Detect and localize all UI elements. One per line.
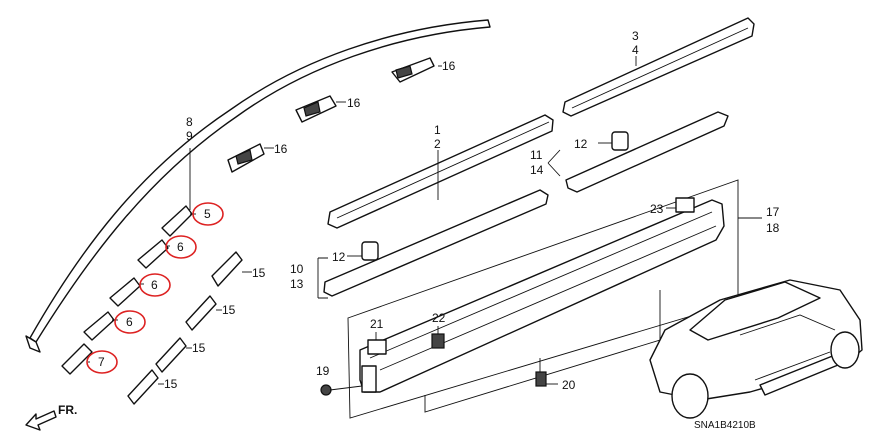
label-15-c: 15 bbox=[192, 341, 206, 355]
label-12-a: 12 bbox=[332, 250, 346, 264]
label-20: 20 bbox=[562, 378, 576, 392]
label-11: 11 bbox=[530, 148, 543, 162]
label-15-a: 15 bbox=[252, 266, 266, 280]
label-16-b: 16 bbox=[347, 96, 361, 110]
label-2: 2 bbox=[434, 137, 441, 151]
clip-20 bbox=[535, 371, 547, 387]
label-9: 9 bbox=[186, 129, 193, 143]
label-8: 8 bbox=[186, 115, 193, 129]
label-1: 1 bbox=[434, 123, 441, 137]
highlight-circle-7 bbox=[86, 350, 118, 374]
door-sash-molding-upper bbox=[327, 114, 554, 229]
clip-15-d bbox=[127, 369, 159, 405]
clip-16-a bbox=[391, 57, 435, 83]
highlight-circle-6b bbox=[139, 273, 171, 297]
label-16-a: 16 bbox=[442, 59, 456, 73]
label-15-d: 15 bbox=[164, 377, 178, 391]
label-16-c: 16 bbox=[274, 142, 288, 156]
clip-21 bbox=[367, 339, 387, 355]
diagram-code: SNA1B4210B bbox=[694, 420, 756, 431]
highlight-circle-6c bbox=[114, 310, 146, 334]
highlight-circle-5 bbox=[192, 202, 224, 226]
label-12-b: 12 bbox=[574, 137, 588, 151]
clip-15-b bbox=[185, 295, 217, 331]
clip-12-b bbox=[611, 131, 629, 151]
direction-label: FR. bbox=[58, 403, 77, 417]
clip-16-b bbox=[295, 95, 337, 123]
clip-12-a bbox=[361, 241, 379, 261]
label-10: 10 bbox=[290, 262, 304, 276]
front-door-molding bbox=[562, 17, 755, 117]
label-13: 13 bbox=[290, 277, 304, 291]
clip-6-c bbox=[83, 311, 115, 341]
label-7: 7 bbox=[98, 355, 105, 369]
clip-22 bbox=[431, 333, 445, 349]
clip-7 bbox=[61, 343, 93, 375]
front-direction-arrow: FR. bbox=[25, 403, 77, 431]
screw-19 bbox=[320, 384, 332, 396]
rear-door-molding bbox=[565, 111, 729, 193]
label-22: 22 bbox=[432, 311, 446, 325]
label-14: 14 bbox=[530, 163, 544, 177]
roof-molding bbox=[25, 19, 491, 353]
car-illustration bbox=[649, 279, 863, 419]
clip-6-a bbox=[137, 239, 169, 269]
label-19: 19 bbox=[316, 364, 330, 378]
label-6-c: 6 bbox=[126, 315, 133, 329]
clip-16-c bbox=[227, 143, 265, 173]
label-21: 21 bbox=[370, 317, 384, 331]
part-labels: 16 16 16 8 9 5 6 6 6 7 15 15 15 15 1 2 3… bbox=[98, 29, 780, 392]
label-5: 5 bbox=[204, 207, 211, 221]
label-6-b: 6 bbox=[151, 278, 158, 292]
clip-15-c bbox=[155, 337, 187, 373]
label-3: 3 bbox=[632, 29, 639, 43]
clip-6-b bbox=[109, 277, 141, 307]
label-15-b: 15 bbox=[222, 303, 236, 317]
clip-15-a bbox=[211, 251, 243, 287]
label-18: 18 bbox=[766, 221, 780, 235]
label-23: 23 bbox=[650, 202, 664, 216]
clip-5 bbox=[161, 205, 193, 237]
label-17: 17 bbox=[766, 205, 780, 219]
front-door-lower-molding bbox=[323, 189, 549, 297]
clip-23 bbox=[675, 197, 695, 213]
label-6-a: 6 bbox=[177, 240, 184, 254]
highlight-circles bbox=[86, 202, 224, 374]
highlight-circle-6a bbox=[165, 235, 197, 259]
label-4: 4 bbox=[632, 43, 639, 57]
